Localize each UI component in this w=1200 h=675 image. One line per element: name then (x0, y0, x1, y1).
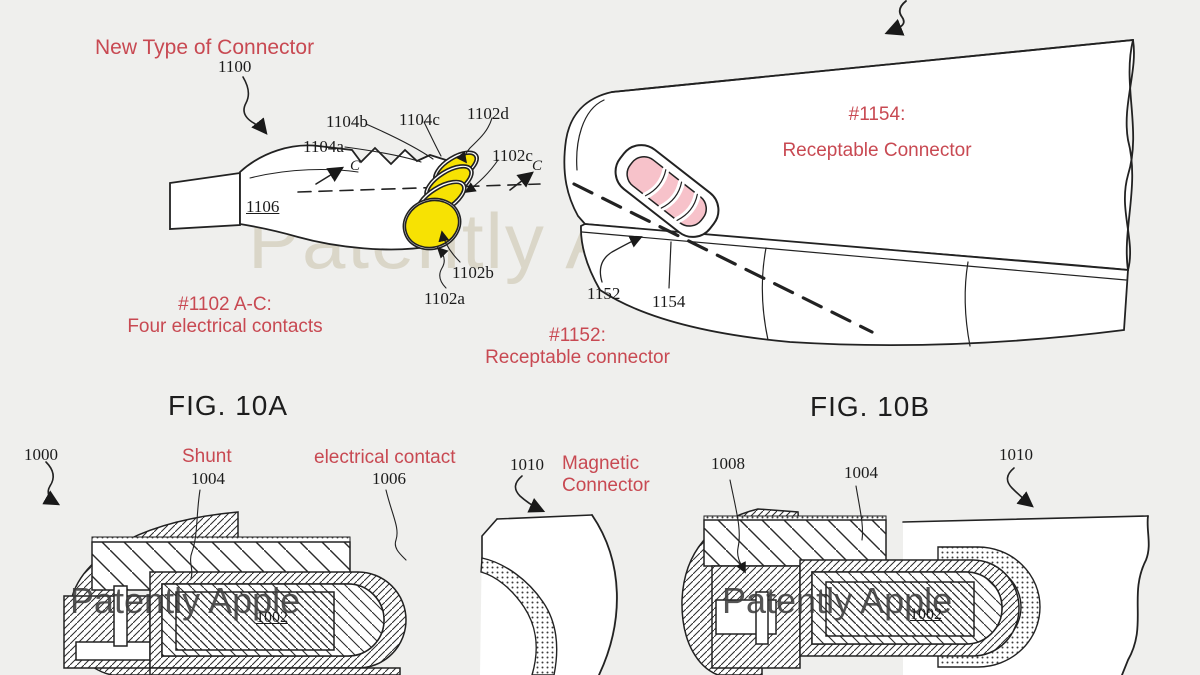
cross-section-left (46, 462, 406, 675)
ref-1010-left: 1010 (510, 455, 544, 475)
cross-section-middle (480, 476, 617, 675)
ref-1000: 1000 (24, 445, 58, 465)
ref-1152: 1152 (587, 284, 620, 304)
section-letter-c-left: C (350, 158, 360, 175)
ref-1106: 1106 (246, 197, 279, 217)
annotation-1154-receptacle: #1154: Receptable Connector (742, 104, 1012, 162)
ref-1104a: 1104a (303, 137, 344, 157)
fig-10b-title: FIG. 10B (810, 391, 930, 423)
ref-1004-right: 1004 (844, 463, 878, 483)
ref-1008: 1008 (711, 454, 745, 474)
annotation-1102-line1: #1102 A-C: (100, 294, 350, 316)
ref-1002-right: 1002 (910, 606, 942, 624)
annotation-new-type-of-connector: New Type of Connector (95, 36, 314, 60)
ref-1102c: 1102c (492, 146, 533, 166)
ref-1006: 1006 (372, 469, 406, 489)
annotation-1154-line2: Receptable Connector (742, 140, 1012, 162)
annotation-1154-line1: #1154: (742, 104, 1012, 126)
annotation-1152-receptacle: #1152: Receptable connector (455, 325, 700, 369)
ref-1154: 1154 (652, 292, 685, 312)
ref-1102b: 1102b (452, 263, 494, 283)
ref-1010-right: 1010 (999, 445, 1033, 465)
section-letter-c-right: C (532, 158, 542, 175)
ref-1102a: 1102a (424, 289, 465, 309)
ref-1100: 1100 (218, 57, 251, 77)
cross-section-right (682, 468, 1149, 675)
receptacle-device-drawing (564, 1, 1134, 346)
ref-1002-left: 1002 (256, 609, 288, 627)
annotation-1152-line1: #1152: (455, 325, 700, 347)
annotation-1152-line2: Receptable connector (455, 347, 700, 369)
annotation-1102-line2: Four electrical contacts (100, 316, 350, 338)
annotation-four-electrical-contacts: #1102 A-C: Four electrical contacts (100, 294, 350, 338)
fig-10a-title: FIG. 10A (168, 390, 288, 422)
ref-1102d: 1102d (467, 104, 509, 124)
annotation-shunt: Shunt (182, 446, 232, 468)
annotation-electrical-contact: electrical contact (314, 447, 456, 469)
ref-1004-left: 1004 (191, 469, 225, 489)
annotation-magnetic-connector: Magnetic Connector (562, 453, 662, 497)
ref-1104c: 1104c (399, 110, 440, 130)
ref-1104b: 1104b (326, 112, 368, 132)
